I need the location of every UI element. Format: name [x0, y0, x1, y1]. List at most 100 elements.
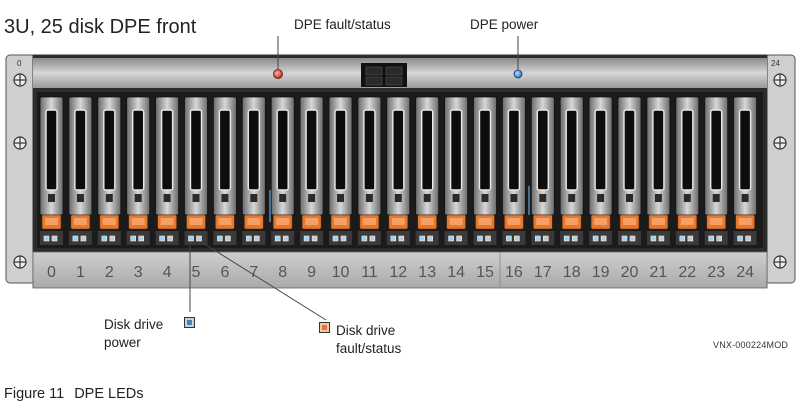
slot-number-label: 15 [476, 264, 494, 281]
dpe-power-led [513, 69, 523, 79]
slot-number-label: 3 [134, 264, 143, 281]
disk-fault-led [745, 235, 751, 242]
disk-power-led [448, 235, 454, 242]
disk-power-led [361, 235, 368, 242]
drive-carrier [530, 96, 555, 245]
drive-carrier [473, 96, 497, 245]
disk-fault-led [282, 235, 289, 242]
disk-fault-led [716, 235, 723, 242]
left-rack-ear [5, 54, 37, 284]
disk-power-led [188, 235, 194, 242]
disk-power-led [506, 235, 512, 242]
drive-carrier [444, 96, 469, 245]
disk-fault-led [514, 235, 520, 242]
drive-carrier [212, 96, 237, 245]
disk-power-led [332, 235, 339, 242]
disk-fault-led [427, 235, 434, 242]
disk-power-led [159, 235, 165, 242]
slot-number-label: 11 [361, 264, 378, 281]
slot-number-label: 5 [192, 264, 201, 281]
slot-number-label: 6 [220, 264, 229, 281]
slot-number-label: 4 [163, 264, 172, 281]
drive-carrier [386, 96, 411, 245]
drive-carrier [299, 96, 324, 245]
dpe-power-callout: DPE power [470, 17, 539, 32]
disk-power-led [72, 235, 79, 242]
drive-slots [39, 96, 757, 245]
slot-number-label: 22 [678, 264, 696, 281]
slot-number-label: 8 [278, 264, 287, 281]
disk-fault-led [687, 235, 694, 242]
disk-power-led-swatch [184, 317, 195, 328]
disk-fault-led [109, 235, 116, 242]
drive-carrier [415, 96, 440, 245]
drive-carrier [588, 96, 613, 245]
right-ear-label: 24 [771, 59, 780, 68]
drive-carrier [68, 96, 93, 245]
disk-power-callout: Disk drive power [104, 317, 164, 350]
disk-power-led [217, 235, 223, 242]
diagram-title: 3U, 25 disk DPE front [4, 16, 197, 38]
disk-fault-leader [202, 242, 327, 321]
disk-power-led [130, 235, 136, 242]
disk-power-led [534, 235, 541, 242]
slot-number-label: 1 [76, 264, 85, 281]
disk-fault-led [542, 235, 549, 242]
disk-fault-led [254, 235, 260, 242]
disk-power-led [679, 235, 686, 242]
disk-fault-led [398, 235, 405, 242]
drive-carrier [675, 96, 700, 245]
figure-number: Figure 11 [4, 386, 65, 402]
dpe-fault-callout: DPE fault/status [294, 17, 391, 32]
disk-fault-led [51, 235, 58, 242]
disk-fault-led-swatch [319, 322, 330, 333]
disk-power-led [43, 235, 50, 242]
drive-carrier [126, 96, 151, 245]
disk-power-led [390, 235, 397, 242]
disk-fault-led [138, 235, 144, 242]
disk-fault-led [658, 235, 665, 242]
disk-fault-led [340, 235, 347, 242]
figure-caption: Figure 11 DPE LEDs [4, 386, 144, 402]
disk-fault-led [196, 235, 202, 242]
disk-power-led [419, 235, 426, 242]
disk-power-led [708, 235, 715, 242]
slot-number-label: 17 [534, 264, 552, 281]
drive-carrier [704, 96, 729, 245]
drawing-id: VNX-000224MOD [713, 340, 789, 350]
slot-number-label: 0 [47, 264, 56, 281]
drive-carrier [733, 96, 757, 245]
disk-fault-led [225, 235, 231, 242]
disk-fault-led [485, 235, 491, 242]
drive-carrier [155, 96, 180, 245]
disk-fault-led [629, 235, 636, 242]
right-rack-ear [764, 54, 796, 284]
slot-number-label: 23 [707, 264, 725, 281]
slot-number-label: 9 [307, 264, 316, 281]
disk-fault-led [369, 235, 376, 242]
disk-power-led [274, 235, 281, 242]
drive-carrier [559, 96, 584, 245]
drive-carrier [617, 96, 642, 245]
slot-number-label: 2 [105, 264, 114, 281]
drive-carrier [97, 96, 122, 245]
drive-carrier [357, 96, 382, 245]
disk-power-led [737, 235, 743, 242]
disk-power-led [592, 235, 599, 242]
disk-fault-callout: Disk drive fault/status [336, 323, 402, 356]
slot-number-label: 14 [447, 264, 465, 281]
bezel-emblem [361, 63, 407, 87]
figure-text: DPE LEDs [74, 386, 144, 402]
disk-power-led [477, 235, 483, 242]
left-ear-label: 0 [17, 59, 22, 68]
slot-number-label: 16 [505, 264, 523, 281]
disk-fault-led [456, 235, 462, 242]
disk-fault-led [167, 235, 173, 242]
drive-carrier [501, 96, 526, 245]
slot-number-label: 24 [736, 264, 754, 281]
disk-power-led [650, 235, 657, 242]
disk-power-led [303, 235, 310, 242]
disk-power-led [246, 235, 252, 242]
